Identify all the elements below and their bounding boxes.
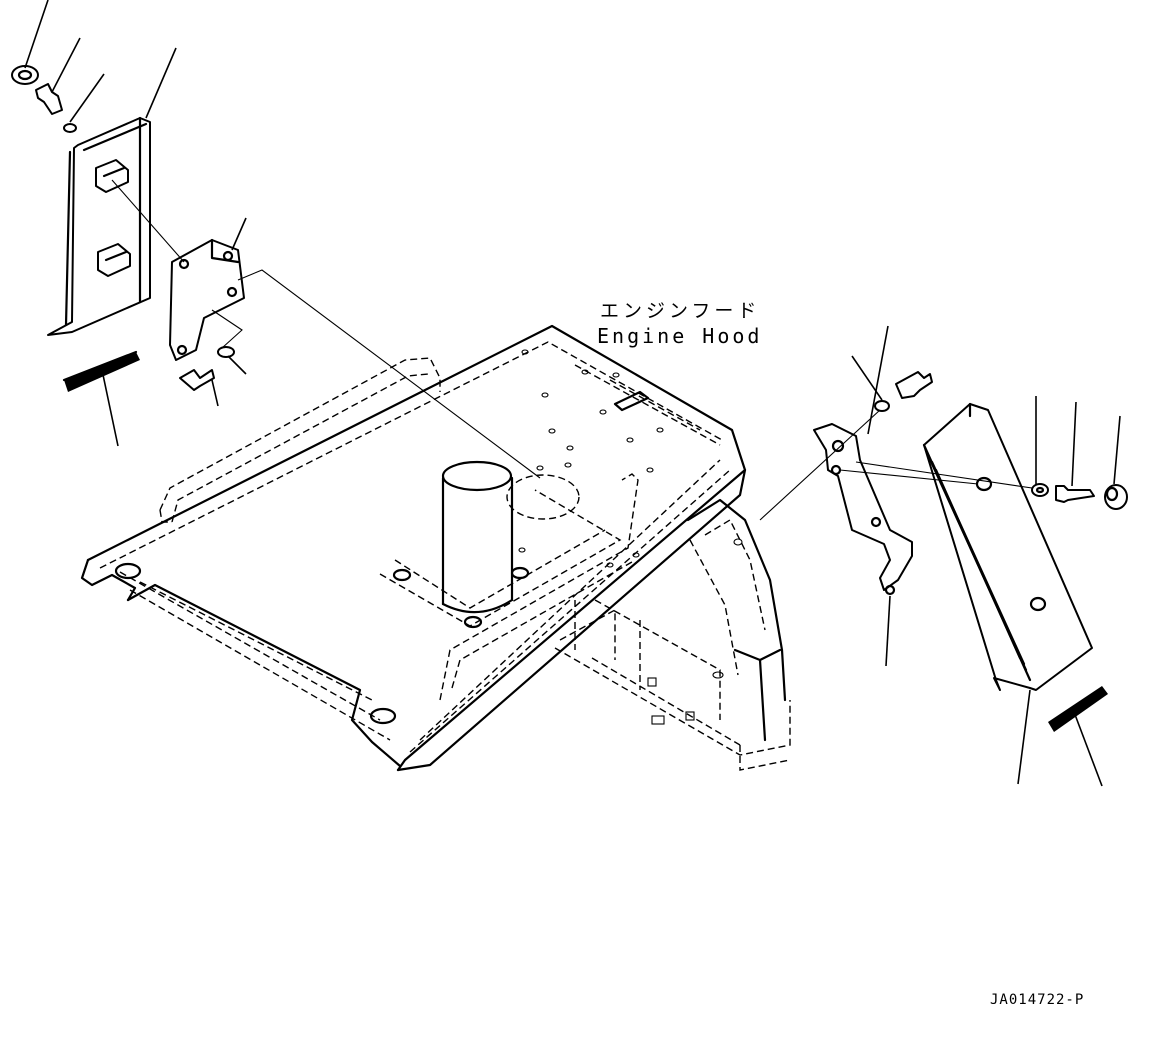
- right-fasteners: [874, 371, 1128, 510]
- leader-lines: [24, 0, 1121, 787]
- right-cover-panel: [922, 402, 1093, 691]
- engine-hood-frame: [80, 324, 747, 772]
- engine-hood-label-en: Engine Hood: [597, 324, 763, 348]
- right-seal-strip: [1048, 686, 1108, 732]
- left-fasteners: [11, 65, 235, 391]
- drawing-code: JA014722-P: [990, 992, 1085, 1008]
- support-stand: [554, 498, 791, 771]
- engine-hood-label-jp: エンジンフード: [600, 300, 761, 322]
- right-bracket: [813, 423, 913, 596]
- left-cover-panel: [47, 116, 151, 336]
- left-bracket: [169, 238, 245, 361]
